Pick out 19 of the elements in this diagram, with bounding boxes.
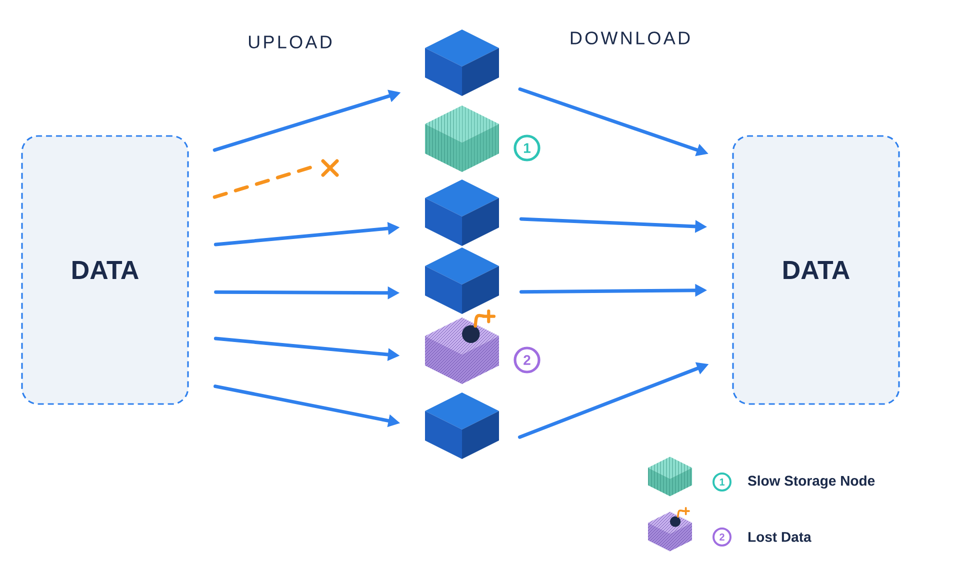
number-badge: 2 — [514, 346, 540, 374]
number-badge: 2 — [712, 528, 732, 546]
legend-text: Lost Data — [748, 532, 812, 542]
storage-cube — [425, 29, 499, 96]
storage-cube — [425, 179, 499, 246]
legend-text: Slow Storage Node — [748, 475, 875, 489]
section-heading: DOWNLOAD — [570, 32, 690, 44]
number-badge: 1 — [514, 134, 540, 162]
storage-cube — [462, 336, 499, 384]
data-box: DATA — [21, 135, 189, 405]
cross-mark — [321, 159, 339, 177]
storage-cube — [425, 336, 462, 384]
number-badge: 1 — [712, 472, 732, 492]
storage-cube — [462, 309, 496, 343]
storage-cube — [425, 392, 499, 460]
storage-cube — [425, 124, 499, 172]
section-heading: UPLOAD — [249, 36, 332, 48]
storage-cube — [425, 247, 499, 314]
data-box: DATA — [732, 135, 900, 405]
